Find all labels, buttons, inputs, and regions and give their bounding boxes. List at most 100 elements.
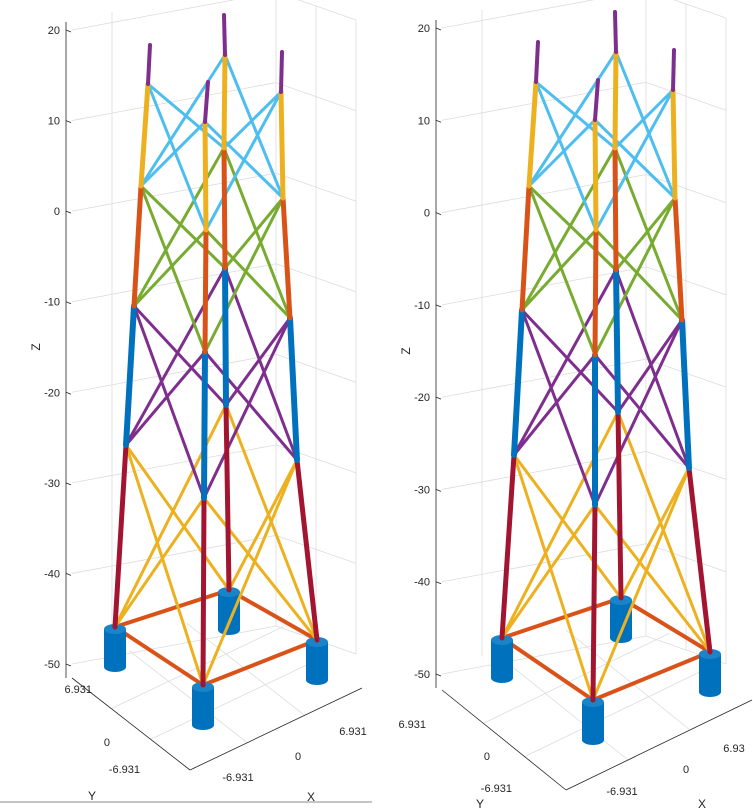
z-tick-mark: [435, 673, 442, 677]
foundation-pile: [582, 702, 604, 740]
z-axis-label: Z: [29, 343, 43, 350]
z-tick-mark: [435, 212, 442, 215]
grid-line: [71, 353, 277, 393]
floor-grid-line: [483, 632, 670, 724]
x-axis-line: [189, 687, 363, 771]
brace-bay-2-member: [132, 304, 206, 500]
brace-bay-4-member: [534, 80, 598, 232]
y-tick-label: 6.931: [64, 684, 92, 696]
leg-bay-3-segment: [202, 227, 209, 355]
leg-bay-4-segment: [278, 89, 286, 201]
x-tick-label: -6.931: [606, 786, 637, 798]
grid-line: [441, 543, 647, 583]
leg-bay-2-segment: [287, 315, 300, 463]
brace-bay-2-member: [593, 318, 684, 507]
leg-bay-3-segment: [131, 183, 144, 309]
y-axis-line: [441, 689, 567, 791]
brace-bay-1-member: [512, 453, 623, 600]
grid-line: [441, 451, 647, 490]
x-axis-label: X: [307, 790, 315, 804]
brace-bay-3-member: [520, 228, 598, 312]
brace-bay-3-member: [132, 146, 226, 308]
leg-bay-1-segment: [686, 465, 713, 655]
floor-grid-line: [565, 629, 691, 731]
base-frame-member: [500, 596, 623, 640]
brace-bay-2-member: [132, 304, 228, 407]
brace-bay-1-member: [593, 503, 712, 654]
leg-tip-segment: [593, 78, 600, 122]
leg-bay-3-segment: [612, 145, 619, 273]
leg-bay-4-segment: [202, 119, 209, 233]
z-tick-label: 10: [48, 116, 60, 128]
leg-bay-4-segment: [526, 79, 539, 189]
grid-line: [441, 635, 647, 675]
brace-bay-3-member: [204, 228, 292, 320]
leg-bay-2-segment: [679, 317, 692, 471]
brace-bay-3-member: [223, 196, 285, 270]
z-tick-label: -50: [414, 669, 430, 681]
brace-bay-4-member: [593, 118, 677, 200]
leg-bay-4-segment: [670, 87, 678, 201]
foundation-pile: [491, 640, 513, 678]
foundation-pile-base: [582, 735, 604, 745]
y-tick-label: -6.931: [481, 783, 512, 795]
z-tick-mark: [435, 27, 442, 31]
z-tick-label: 20: [418, 23, 430, 35]
brace-bay-2-member: [520, 308, 620, 414]
grid-line: [71, 263, 277, 303]
z-tick-label: -40: [414, 577, 430, 589]
brace-bay-4-member: [527, 118, 597, 188]
foundation-pile: [610, 600, 632, 638]
brace-bay-4-member: [139, 53, 227, 188]
z-axis-label: Z: [399, 347, 413, 354]
y-axis-label: Y: [476, 797, 484, 809]
brace-bay-2-member: [593, 353, 691, 470]
brace-bay-4-member: [614, 50, 677, 200]
leg-tip-segment: [279, 50, 284, 94]
brace-bay-2-member: [124, 266, 227, 447]
leg-tip-segment: [222, 13, 227, 57]
leg-tip-segment: [613, 10, 618, 54]
x-axis-label: X: [698, 797, 706, 809]
z-tick-label: 0: [54, 206, 60, 218]
brace-bay-3-member: [132, 228, 208, 308]
foundation-pile: [699, 654, 721, 692]
floor-grid-line: [129, 650, 248, 743]
foundation-pile: [104, 629, 126, 667]
leg-bay-4-segment: [612, 49, 619, 151]
brace-bay-4-member: [139, 120, 207, 188]
z-tick-label: -10: [414, 300, 430, 312]
plot-svg-right: 20100-10-20-30-40-50Z6.9310-6.931Y-6.931…: [398, 0, 753, 809]
z-tick-label: 20: [48, 25, 60, 37]
brace-bay-2-member: [124, 350, 207, 447]
brace-bay-1-member: [512, 453, 595, 702]
grid-line: [71, 535, 277, 574]
brace-bay-1-member: [124, 443, 205, 687]
leg-bay-1-segment: [200, 495, 207, 688]
brace-bay-1-member: [227, 458, 299, 592]
y-tick-label: 0: [104, 737, 110, 749]
z-tick-mark: [65, 663, 72, 667]
y-axis-label: Y: [88, 789, 96, 803]
y-tick-label: 6.931: [398, 719, 426, 731]
leg-bay-2-segment: [123, 303, 137, 448]
brace-bay-3-member: [139, 184, 207, 354]
foundation-pile-base: [699, 687, 721, 697]
leg-tip-segment: [203, 80, 210, 124]
leg-bay-2-segment: [511, 307, 525, 458]
y-tick-label: 0: [484, 751, 490, 763]
z-tick-mark: [65, 482, 72, 486]
brace-bay-2-member: [512, 268, 618, 457]
z-tick-mark: [435, 119, 442, 123]
foundation-pile: [218, 592, 240, 630]
brace-bay-4-member: [146, 82, 226, 150]
brace-bay-4-member: [534, 80, 617, 150]
x-tick-label: 0: [295, 751, 301, 763]
leg-bay-3-segment: [672, 195, 685, 323]
base-frame-member: [113, 588, 231, 629]
leg-bay-1-segment: [112, 442, 129, 630]
foundation-pile-base: [306, 675, 328, 685]
base-frame-member: [500, 636, 595, 702]
leg-tip-segment: [146, 43, 152, 86]
